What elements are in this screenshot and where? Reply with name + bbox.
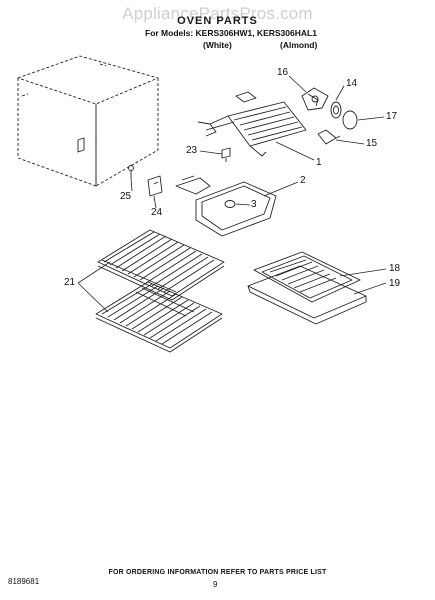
oven-cavity-outline [17, 55, 159, 187]
screw-part-25 [128, 165, 134, 178]
color-almond-label: (Almond) [280, 40, 318, 50]
callout-23: 23 [186, 145, 198, 156]
callout-17: 17 [386, 111, 398, 122]
callout-24: 24 [151, 207, 163, 218]
color-white-label: (White) [203, 40, 232, 50]
callout-2: 2 [300, 175, 306, 186]
lamp-socket-part-16 [301, 87, 329, 111]
callout-18: 18 [389, 263, 401, 274]
oven-rack-upper-part-21 [97, 229, 225, 301]
callout-3: 3 [251, 199, 257, 210]
callout-15: 15 [366, 138, 378, 149]
callout-25: 25 [120, 191, 132, 202]
screw-part-23 [221, 147, 231, 162]
oven-cavity-front-edge [77, 104, 97, 186]
callout-leader-lines [77, 75, 387, 313]
watermark-text: AppliancePartsPros.com [122, 4, 313, 23]
page-number: 9 [213, 580, 218, 589]
ordering-note: FOR ORDERING INFORMATION REFER TO PARTS … [108, 569, 327, 576]
callout-1: 1 [316, 157, 322, 168]
bake-element-part-2 [175, 175, 277, 237]
bracket-part-24 [147, 175, 163, 197]
lamp-lens-part-17 [342, 110, 358, 130]
gasket-ring-part-14 [330, 101, 342, 119]
oven-rack-lower-part-21 [95, 281, 223, 353]
callout-21: 21 [64, 277, 76, 288]
page-title: OVEN PARTS [177, 15, 258, 27]
broil-element-part-1 [197, 91, 307, 157]
broiler-pan-insert-part-18 [253, 251, 361, 303]
light-bulb-part-15 [317, 129, 341, 145]
callout-19: 19 [389, 278, 401, 289]
broiler-pan-part-19 [247, 265, 367, 325]
insulator-part-3 [224, 200, 236, 208]
models-line: For Models: KERS306HW1, KERS306HAL1 [145, 28, 317, 38]
callout-14: 14 [346, 78, 358, 89]
document-number: 8189681 [8, 577, 40, 586]
callout-16: 16 [277, 67, 289, 78]
